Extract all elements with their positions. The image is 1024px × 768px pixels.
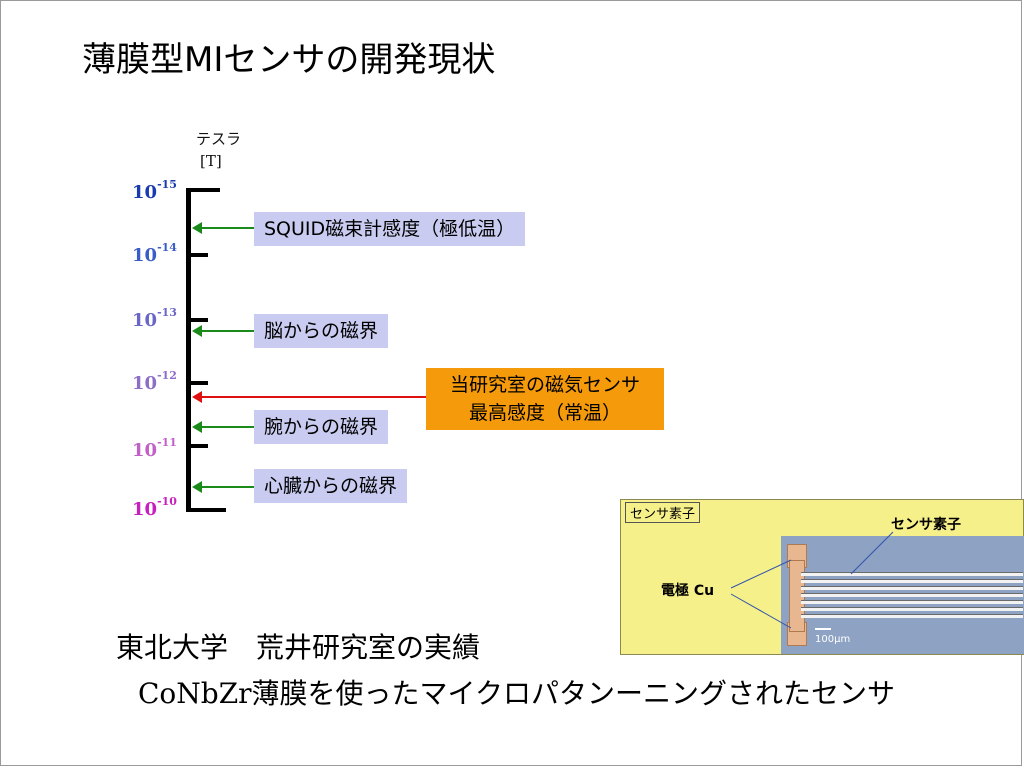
sensor-photo: センサ素子 100μm センサ素子 電極 Cu: [620, 499, 1024, 655]
sensor-stripe: [801, 607, 1023, 611]
tick-1e-10: [186, 508, 226, 512]
exp-label: 10-14: [132, 241, 177, 266]
scale-bar: [815, 628, 831, 630]
unit-label: テスラ: [196, 130, 242, 148]
arrow-left-icon: [192, 222, 254, 234]
arrow-left-icon: [192, 325, 254, 337]
label-heart: 心臓からの磁界: [254, 469, 408, 503]
exp-label: 10-11: [132, 436, 177, 461]
highlight-line1: 当研究室の磁気センサ: [449, 374, 640, 396]
exp-label: 10-12: [132, 369, 177, 394]
tick-1e-15: [186, 188, 220, 192]
slide-title: 薄膜型MIセンサの開発現状: [82, 40, 496, 80]
footer-affiliation: 東北大学 荒井研究室の実績: [116, 631, 481, 664]
label-arm: 腕からの磁界: [254, 410, 389, 444]
unit-symbol: [T]: [200, 152, 222, 170]
highlight-line2: 最高感度（常温）: [468, 402, 621, 424]
arrow-left-icon: [192, 391, 426, 403]
exp-label: 10-10: [132, 495, 177, 520]
tick-1e-11: [186, 444, 208, 448]
sensor-stripe: [801, 579, 1023, 583]
sensor-stripe: [801, 593, 1023, 597]
element-label: センサ素子: [891, 517, 961, 533]
sensor-stripe: [801, 586, 1023, 590]
exp-label: 10-13: [132, 306, 177, 331]
sensor-stripe: [801, 572, 1023, 576]
label-squid: SQUID磁束計感度（極低温）: [254, 212, 526, 246]
arrow-left-icon: [192, 421, 254, 433]
sensor-stripe: [801, 614, 1023, 618]
exp-label: 10-15: [132, 178, 177, 203]
tick-1e-13: [186, 318, 208, 322]
highlight-box: 当研究室の磁気センサ 最高感度（常温）: [426, 368, 664, 430]
scale-axis: [186, 190, 191, 512]
tick-1e-12: [186, 381, 208, 385]
tick-1e-14: [186, 253, 208, 257]
label-brain: 脳からの磁界: [254, 314, 389, 348]
electrode-label: 電極 Cu: [661, 583, 715, 599]
leader-lines: [730, 531, 894, 629]
sensor-stripe: [801, 600, 1023, 604]
arrow-left-icon: [192, 481, 254, 493]
inset-title: センサ素子: [625, 502, 701, 523]
footer-description: CoNbZr薄膜を使ったマイクロパタンーニングされたセンサ: [138, 677, 895, 710]
scale-bar-label: 100μm: [815, 634, 851, 645]
sensor-chip: 100μm: [781, 536, 1024, 654]
